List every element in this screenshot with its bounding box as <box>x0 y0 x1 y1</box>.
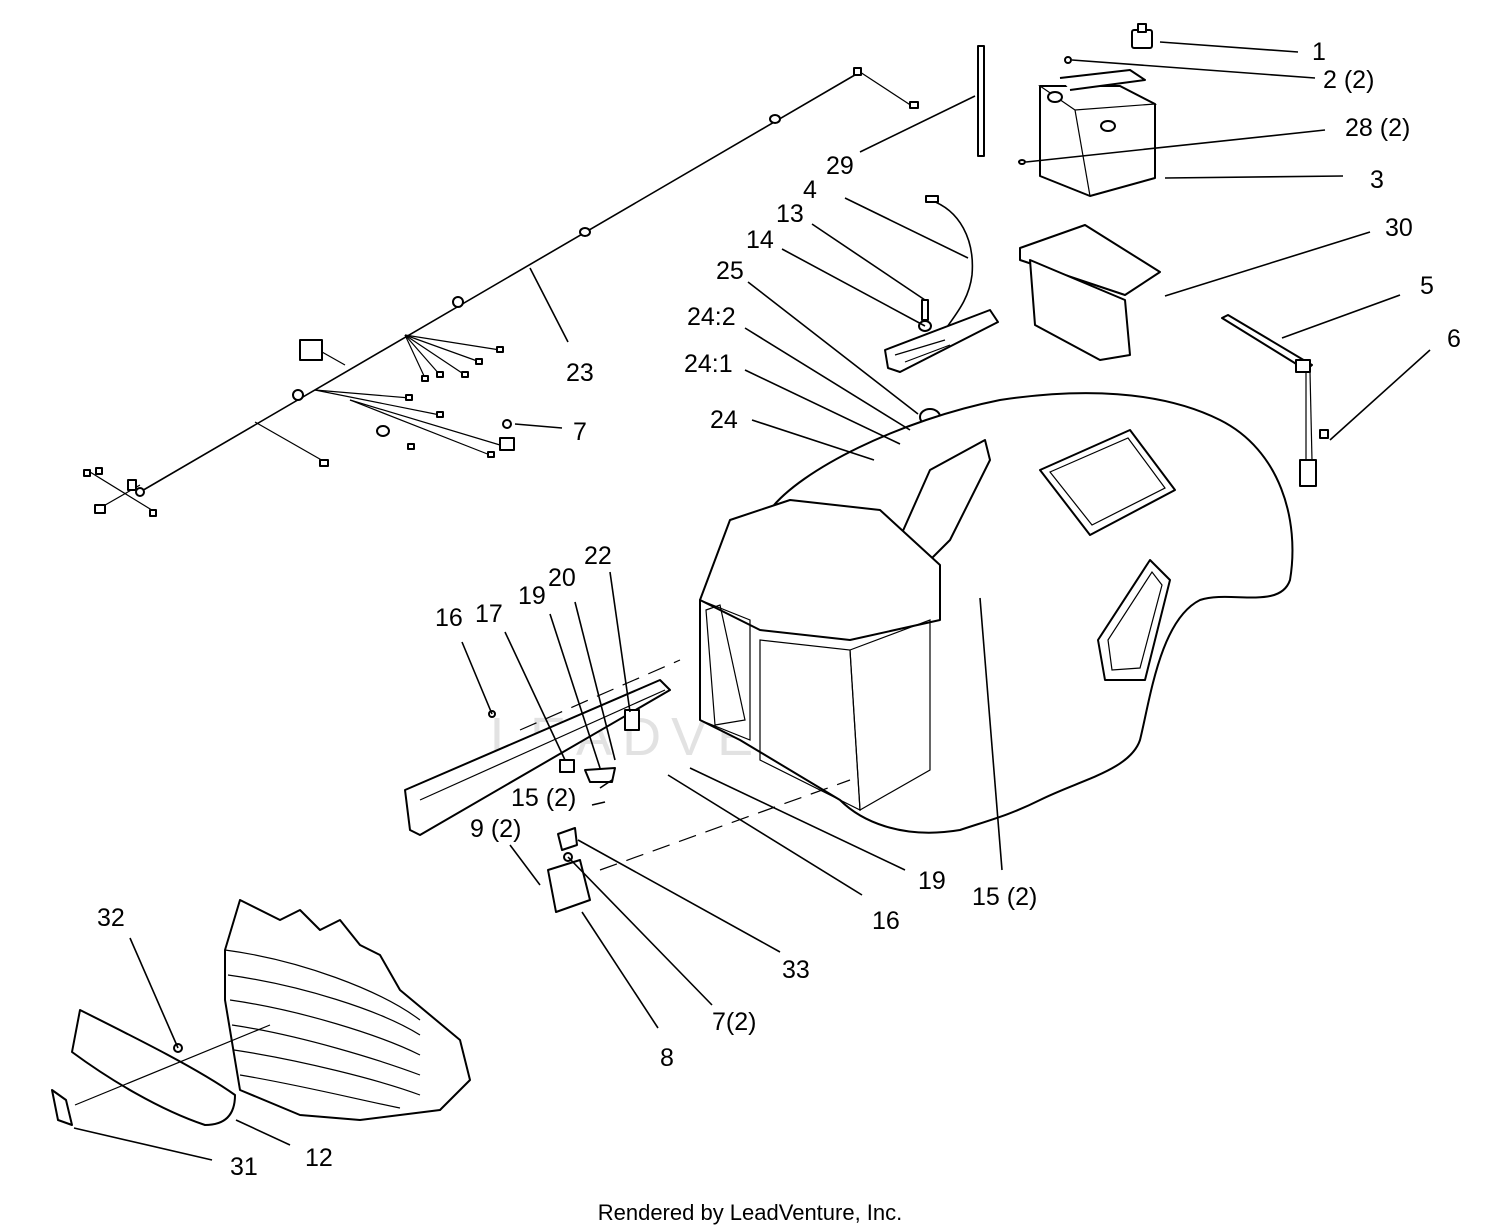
hood-body <box>699 392 1294 834</box>
callout-24-2: 24:2 <box>687 303 736 331</box>
callout-9: 9 (2) <box>470 815 521 843</box>
part-1-fuse-cap <box>1137 23 1147 33</box>
callout-5: 5 <box>1420 272 1434 300</box>
callout-labels: 1 2 (2) 28 (2) 3 29 4 13 14 30 25 5 24:2… <box>97 38 1461 1181</box>
callout-3: 3 <box>1370 166 1384 194</box>
callout-31: 31 <box>230 1153 258 1181</box>
callout-24: 24 <box>710 406 738 434</box>
callout-17: 17 <box>475 600 503 628</box>
footer-credit: Rendered by LeadVenture, Inc. <box>598 1200 903 1225</box>
hold-down-rod <box>977 45 985 157</box>
callout-6: 6 <box>1447 325 1461 353</box>
solenoid <box>547 779 851 913</box>
callout-15-left: 15 (2) <box>511 784 576 812</box>
battery-tray <box>1019 224 1161 361</box>
callout-4: 4 <box>803 176 817 204</box>
callout-30: 30 <box>1385 214 1413 242</box>
callout-16-bottom: 16 <box>872 907 900 935</box>
callout-12: 12 <box>305 1144 333 1172</box>
callout-22: 22 <box>584 542 612 570</box>
callout-19-bottom: 19 <box>918 867 946 895</box>
callout-32: 32 <box>97 904 125 932</box>
callout-8: 8 <box>660 1044 674 1072</box>
callout-7-2: 7(2) <box>712 1008 756 1036</box>
callout-28: 28 (2) <box>1345 114 1410 142</box>
battery <box>1018 56 1158 197</box>
callout-24-1: 24:1 <box>684 350 733 378</box>
front-bumper <box>51 1009 271 1126</box>
seat-switch <box>1221 314 1329 487</box>
callout-33: 33 <box>782 956 810 984</box>
callout-1: 1 <box>1312 38 1326 66</box>
callout-23: 23 <box>566 359 594 387</box>
callout-14: 14 <box>746 226 774 254</box>
callout-20: 20 <box>548 564 576 592</box>
leader-lines <box>73 41 1431 1161</box>
callout-7: 7 <box>573 418 587 446</box>
callout-15-right: 15 (2) <box>972 883 1037 911</box>
front-grille <box>224 899 471 1121</box>
wiring-harness <box>83 67 919 517</box>
callout-25: 25 <box>716 257 744 285</box>
callout-2: 2 (2) <box>1323 66 1374 94</box>
callout-19-top: 19 <box>518 582 546 610</box>
callout-16-left: 16 <box>435 604 463 632</box>
callout-29: 29 <box>826 152 854 180</box>
callout-13: 13 <box>776 200 804 228</box>
